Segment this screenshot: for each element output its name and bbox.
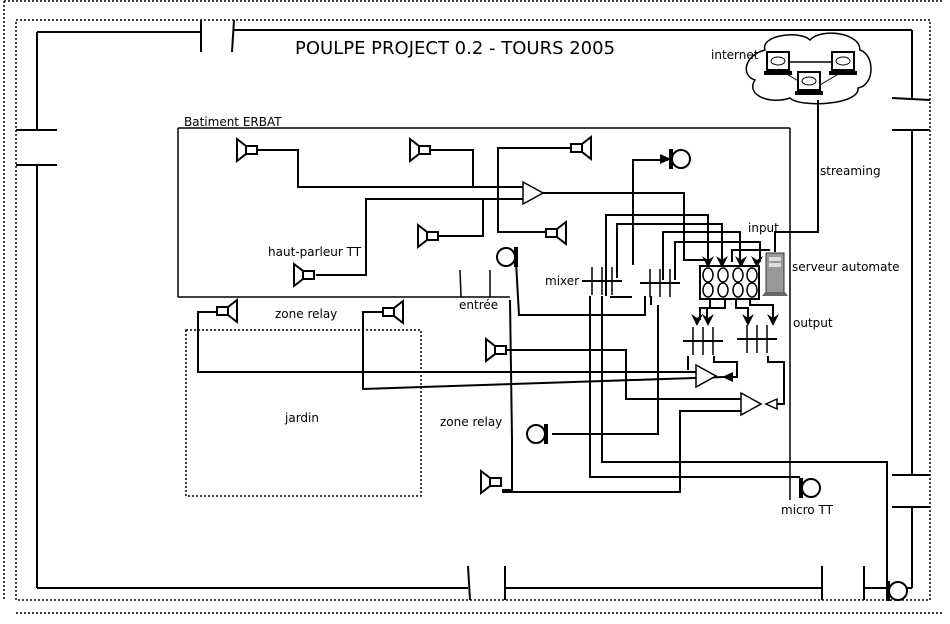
amplifiers <box>522 181 778 416</box>
microphones <box>495 147 909 603</box>
label-internet: internet <box>711 48 759 62</box>
label-entry: entrée <box>459 298 499 312</box>
label-streaming: streaming <box>820 164 881 178</box>
label-garden: jardin <box>285 411 319 425</box>
internet-cloud-icon <box>745 32 872 105</box>
relay-matrix <box>699 265 760 300</box>
label-micro-tt: micro TT <box>781 503 833 517</box>
label-output: output <box>793 316 833 330</box>
label-zone-relay-2: zone relay <box>440 415 503 429</box>
label-mixer: mixer <box>545 274 580 288</box>
server-icon <box>762 252 788 296</box>
wiring <box>197 100 888 590</box>
label-zone-relay-1: zone relay <box>275 307 338 321</box>
label-input: input <box>748 221 779 235</box>
label-server: serveur automate <box>792 260 900 274</box>
label-speaker-tt: haut-parleur TT <box>268 245 362 259</box>
dotted-frame <box>3 0 944 614</box>
diagram-title: POULPE PROJECT 0.2 - TOURS 2005 <box>295 38 616 59</box>
outer-walls <box>16 19 931 601</box>
label-building: Batiment ERBAT <box>184 115 282 129</box>
building-outline <box>177 127 791 500</box>
garden-zone <box>185 329 422 497</box>
